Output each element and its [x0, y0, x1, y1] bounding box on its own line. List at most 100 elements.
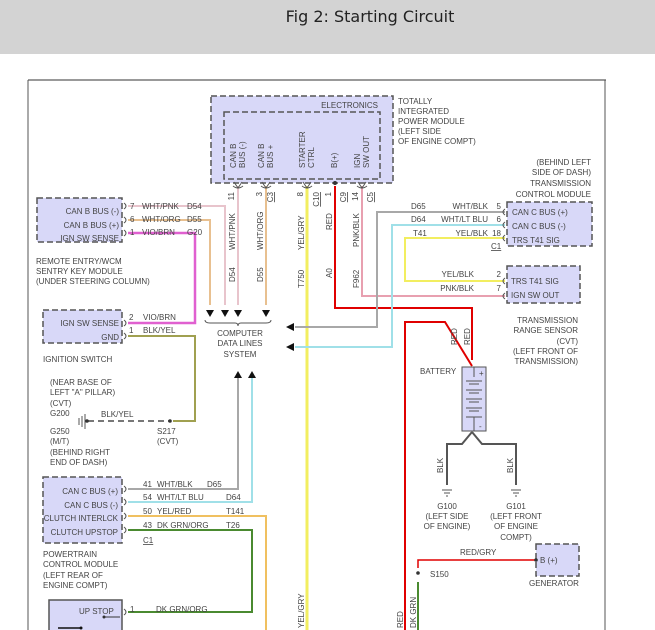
wire-color-label: DK GRN: [409, 597, 418, 628]
ground-symbol-icon: [78, 414, 86, 429]
pin-number: 6: [130, 215, 135, 224]
pin-number: 41: [143, 480, 152, 489]
module-label: TRANSMISSION): [514, 357, 578, 366]
location-label: (LEFT FRONT: [490, 512, 542, 521]
pin-number: 5: [497, 202, 502, 211]
location-label: (M/T): [50, 437, 69, 446]
circuit-label: G20: [187, 228, 203, 237]
tipm-pin-number: 8: [296, 191, 305, 196]
module-label: SENTRY KEY MODULE: [36, 267, 123, 276]
arrow-icons: [206, 310, 294, 378]
circuit-label: D54: [187, 202, 202, 211]
module-label: IGNITION SWITCH: [43, 355, 113, 364]
trs-box: [506, 265, 581, 304]
wire-color-label: BLK: [436, 457, 445, 473]
circuit-label: D64: [411, 215, 426, 224]
transmission-range-sensor: TRS T41 SIG IGN SW OUT 2 7 YEL/BLK PNK/B…: [440, 265, 581, 366]
tipm-connector-id: C5: [366, 191, 375, 202]
wire-color-label: WHT/BLK: [157, 480, 193, 489]
tipm-pin-number: 14: [351, 191, 360, 200]
tipm-pin-name: CAN B: [257, 144, 266, 168]
arrow-up-icon: [234, 371, 242, 378]
system-label: COMPUTER: [217, 329, 263, 338]
wire-t41-yel-blk: [404, 237, 505, 282]
wire-blk-yel: [128, 335, 196, 422]
location-label: (BEHIND RIGHT: [50, 448, 110, 457]
wire-t141-yel-red: [128, 515, 267, 630]
module-label: (CVT): [557, 337, 579, 346]
tipm-connector-id: C9: [339, 191, 348, 202]
connector-icon: [123, 512, 127, 520]
wire-color-label: PNK/BLK: [440, 284, 474, 293]
wire-color-label: YEL/GRY: [297, 593, 306, 628]
connector-icon: [260, 181, 272, 189]
tipm-label-line: TOTALLY: [398, 97, 433, 106]
arrow-down-icon: [262, 310, 270, 317]
wire-color-label: VIO/BRN: [142, 228, 175, 237]
connector-icon: [123, 229, 127, 237]
pin-number: 7: [497, 284, 502, 293]
remote-entry-module: CAN B BUS (-) CAN B BUS (+) IGN SW SENSE…: [36, 197, 203, 286]
module-label: CONTROL MODULE: [43, 560, 118, 569]
arrow-down-icon: [206, 310, 214, 317]
location-label: COMPT): [500, 533, 532, 542]
wire-color-label: WHT/LT BLU: [157, 493, 204, 502]
connector-icon: [123, 202, 127, 210]
tipm-pin-name: IGN: [353, 154, 362, 168]
module-label: RANGE SENSOR: [514, 326, 579, 335]
ground-g200: (NEAR BASE OF LEFT "A" PILLAR) (CVT) G20…: [50, 378, 179, 467]
battery-negative-icon: -: [479, 422, 482, 431]
ground-id: G200: [50, 409, 70, 418]
tipm-pin-number: 3: [255, 191, 264, 196]
pin-number: 18: [492, 229, 501, 238]
location-label: OF ENGINE): [424, 522, 471, 531]
arrow-left-icon: [286, 343, 294, 351]
figure-title: Fig 2: Starting Circuit: [285, 7, 455, 26]
wire-red-gry: [417, 559, 535, 568]
wires: [88, 186, 535, 630]
wire-color-label: YEL/BLK: [442, 270, 475, 279]
pin-name: UP STOP: [79, 607, 114, 616]
pin-name: IGN SW OUT: [511, 291, 560, 300]
ignition-switch: IGN SW SENSE GND 2 1 VIO/BRN BLK/YEL IGN…: [42, 309, 176, 364]
pin-number: 7: [130, 202, 135, 211]
tipm-connector-id: C3: [266, 191, 275, 202]
wire-color-label: WHT/LT BLU: [441, 215, 488, 224]
transmission-control-module: (BEHIND LEFT SIDE OF DASH) TRANSMISSION …: [411, 158, 593, 251]
circuit-label: F962: [352, 269, 361, 288]
pin-name: CLUTCH UPSTOP: [51, 528, 118, 537]
wire-t26-dk-grn-org: [128, 529, 253, 613]
wire-color-label: YEL/BLK: [456, 229, 489, 238]
wire-g20-vio-brn: [128, 231, 197, 325]
connector-icon: [502, 277, 506, 285]
location-label: LEFT "A" PILLAR): [50, 388, 115, 397]
ground-id: G250: [50, 427, 70, 436]
arrow-up-icon: [248, 371, 256, 378]
location-label: (NEAR BASE OF: [50, 378, 112, 387]
tipm-pin-name: STARTER: [298, 131, 307, 168]
generator: RED/GRY B (+) GENERATOR S150 RED DK GRN: [396, 543, 580, 628]
pcm-box: [42, 476, 123, 544]
wire-color-label: RED/GRY: [460, 548, 497, 557]
wire-d55: [128, 219, 211, 305]
pin-name: B (+): [540, 556, 558, 565]
circuit-label: D54: [228, 267, 237, 282]
pin-number: 43: [143, 521, 152, 530]
wire-color-label: DK GRN/ORG: [157, 521, 209, 530]
tipm-label-line: POWER MODULE: [398, 117, 465, 126]
connector-icon: [502, 208, 506, 216]
connector-icon: [301, 181, 313, 189]
tipm-label-line: INTEGRATED: [398, 107, 449, 116]
ground-g101: G101 (LEFT FRONT OF ENGINE COMPT): [490, 489, 542, 542]
splice-dot-icon: [416, 571, 420, 575]
circuit-label: T750: [297, 269, 306, 288]
connector-icon: [123, 608, 127, 616]
module-label: (LEFT REAR OF: [43, 571, 103, 580]
connector-id: C1: [491, 242, 502, 251]
wire-color-label: RED: [463, 328, 472, 345]
wire-d64: [295, 224, 505, 348]
wire-d54: [128, 205, 226, 305]
ground-symbol-icon: [442, 489, 452, 497]
battery-positive-icon: +: [479, 369, 484, 378]
location-label: (LEFT SIDE: [426, 512, 469, 521]
